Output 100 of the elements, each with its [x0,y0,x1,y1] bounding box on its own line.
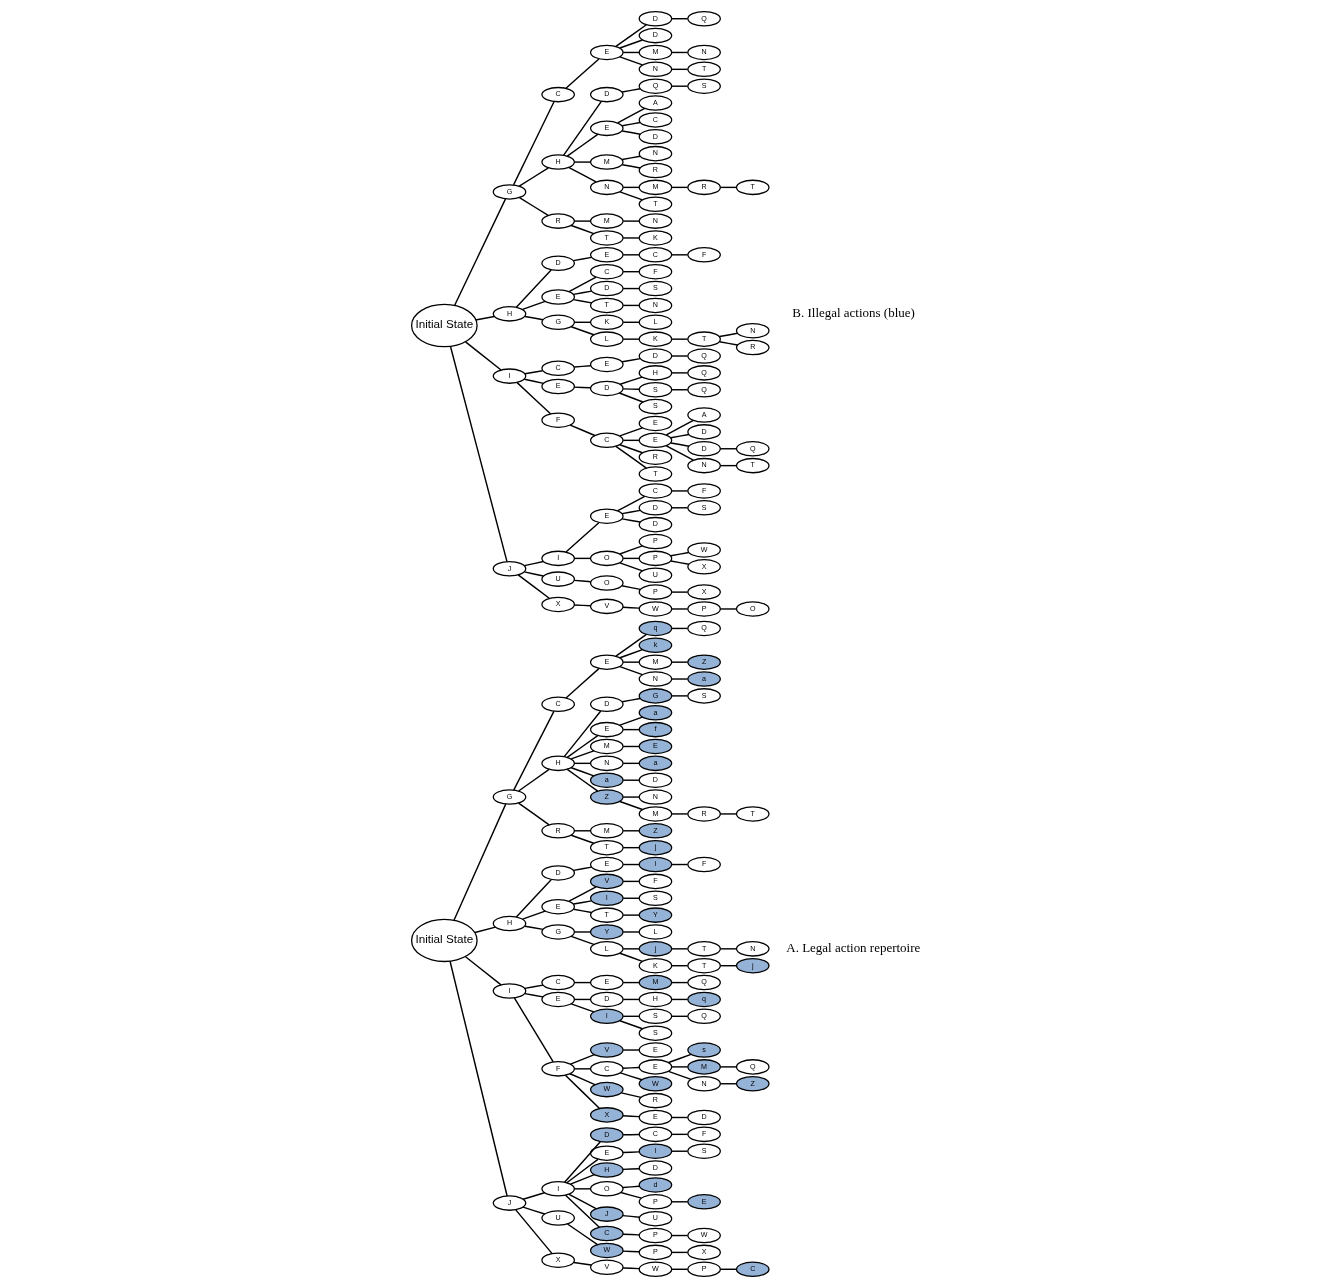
connector [670,85,688,87]
connector [622,1049,640,1051]
connector [669,433,690,439]
connector [523,560,544,567]
connector [564,521,600,553]
connector [564,1074,600,1109]
connector [618,427,643,437]
connector [719,608,737,610]
connector [670,591,688,593]
connector [622,948,640,950]
connector [622,237,640,239]
connector [618,376,643,385]
connector [620,130,641,135]
connector [670,1201,688,1203]
connector [572,256,592,262]
connector [618,952,643,963]
connector [517,768,550,792]
connector [670,695,688,697]
connector [618,392,644,403]
connector [665,419,694,436]
connector [523,925,544,931]
connector [665,445,694,461]
connector [567,1193,597,1210]
connector [618,191,643,201]
connector [564,667,600,699]
label: B. Illegal actions (blue) [791,305,915,321]
connector [523,370,543,375]
connector [618,800,643,811]
connector [667,1053,692,1064]
connector [523,571,544,577]
node-ellipse: Initial State [410,303,478,348]
connector [618,444,643,454]
connector [667,1070,692,1081]
connector [669,442,690,447]
connector [566,734,598,759]
connector [670,948,688,950]
connector [618,39,643,49]
connector [512,710,555,791]
connector [512,100,555,186]
connector [618,665,643,676]
connector [464,341,502,371]
connector [670,490,688,492]
connector [622,254,640,256]
connector [523,315,544,321]
connector [449,345,508,563]
connector [572,290,592,296]
connector [515,269,552,308]
connector [474,315,495,321]
connector [614,24,647,48]
connector [621,1168,640,1171]
connector [619,1191,642,1199]
connector [566,1223,598,1246]
connector [452,803,506,921]
connector [622,830,640,832]
connector [669,551,690,557]
connector [618,1020,643,1030]
connector [622,220,640,222]
connector [513,997,554,1063]
connector [521,1192,545,1200]
connector [565,1158,599,1184]
connector [621,1151,640,1154]
connector [616,495,645,512]
connector [523,378,544,385]
connector [518,167,549,187]
connector [618,562,643,572]
connector [616,107,645,124]
connector [567,166,597,183]
connector [569,1173,595,1185]
connector [621,1066,640,1069]
connector [620,357,641,363]
connector [563,1140,601,1183]
connector [570,1003,594,1013]
connector [620,1092,642,1099]
connector [514,1209,553,1255]
connector [568,1073,596,1086]
connector [464,956,502,986]
connector [670,661,688,663]
connector [670,372,688,374]
connector [669,560,690,565]
connector [572,866,592,872]
connector [515,381,551,415]
connector [622,388,640,391]
connector [569,424,595,437]
connector [614,445,647,469]
connector [622,914,640,916]
connector [573,220,591,222]
connector [566,133,598,157]
connector [670,338,688,340]
connector [572,1261,592,1266]
connector [618,649,643,659]
connector [564,1194,600,1228]
connector [572,908,592,914]
connector [453,198,506,306]
connector [562,100,602,156]
connector [573,1188,591,1190]
connector [670,355,688,357]
connector [621,1214,640,1218]
connector [570,750,594,760]
connector [670,507,688,509]
connector [517,802,550,826]
